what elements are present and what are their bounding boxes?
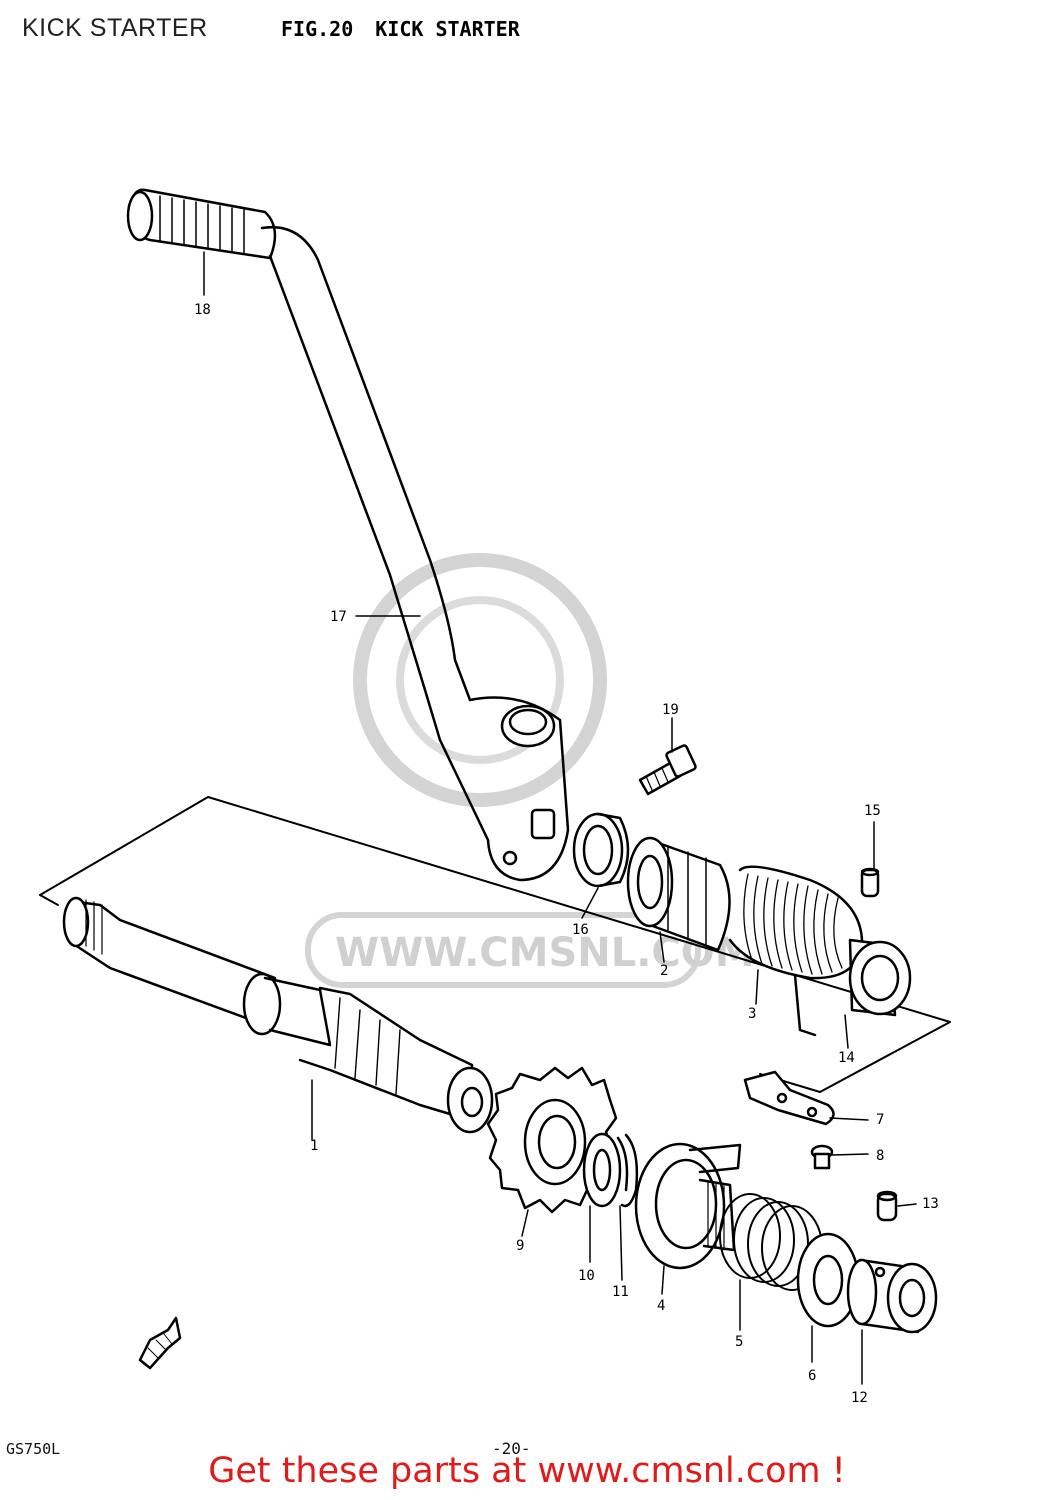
watermark: WWW.CMSNL.COM [305,553,755,988]
assembly-frame-left [39,894,59,906]
part-label-10: 10 [578,1268,595,1284]
circlip [616,1133,639,1208]
kick-lever [260,225,570,882]
guide-plate [743,1070,835,1126]
part-label-13: 13 [922,1196,939,1212]
dowel-pin [860,867,880,898]
exploded-parts-diagram: WWW.CMSNL.COM [39,188,951,1406]
clamp-bolt [638,744,697,796]
figure-title: FIG.20 KICK STARTER [281,17,520,41]
part-label-5: 5 [735,1334,743,1350]
part-label-9: 9 [516,1238,524,1254]
kick-shaft [62,896,494,1134]
part-label-2: 2 [660,963,668,979]
model-code: GS750L [6,1440,61,1458]
shaft-stopper [846,1258,938,1334]
leader-lines [203,251,917,1385]
front-arrow-icon [138,1316,182,1370]
page-number: -20- [492,1439,531,1458]
kick-spring [728,865,864,1037]
part-label-1: 1 [310,1138,318,1154]
part-label-4: 4 [657,1298,665,1314]
figure-name: KICK STARTER [375,17,520,41]
part-label-7: 7 [876,1112,884,1128]
kick-drive-gear [634,1142,742,1270]
spring-guide [626,836,731,952]
part-label-3: 3 [748,1006,756,1022]
thrust-washer [582,1132,622,1208]
figure-number: FIG.20 [281,17,354,41]
oil-seal [572,812,630,888]
part-label-12: 12 [851,1390,868,1406]
part-label-19: 19 [662,702,679,718]
part-label-11: 11 [612,1284,629,1300]
part-label-17: 17 [330,609,347,625]
part-label-6: 6 [808,1368,816,1384]
page-label: KICK STARTER [22,14,208,42]
spring-washer [796,1232,860,1328]
spring-bushing [848,938,912,1017]
part-label-8: 8 [876,1148,884,1164]
plate-screw [810,1144,834,1170]
promo-link[interactable]: Get these parts at www.cmsnl.com ! [208,1451,846,1491]
assembly-frame [39,796,951,1093]
part-label-16: 16 [572,922,589,938]
part-label-18: 18 [194,302,211,318]
part-label-15: 15 [864,803,881,819]
kick-grip [126,188,277,260]
part-labels: 1 2 3 4 5 6 7 8 9 10 11 12 13 14 15 16 1… [194,302,939,1406]
part-label-14: 14 [838,1050,855,1066]
locating-pin [876,1190,898,1222]
